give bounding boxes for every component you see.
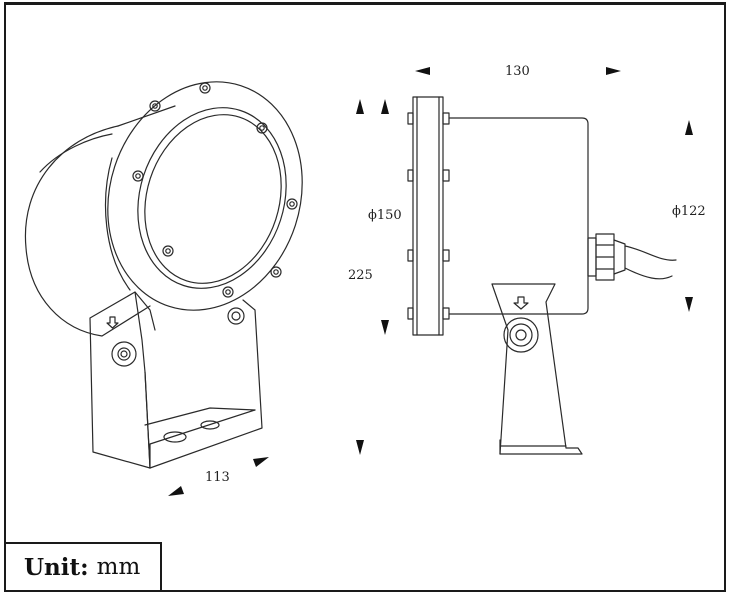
dimension-body-diameter-label: ϕ122: [672, 204, 706, 219]
dimension-height-label: 225: [348, 268, 373, 283]
bezel-screws: [132, 82, 298, 298]
side-view-lamp: [407, 96, 677, 455]
dimension-bracket-width-label: 113: [205, 470, 230, 485]
dimension-arrows: [168, 67, 693, 496]
perspective-bracket: [89, 291, 263, 469]
unit-box: Unit: mm: [4, 542, 162, 592]
dimension-front-diameter-label: ϕ150: [368, 208, 402, 223]
side-view-bracket: [491, 283, 583, 455]
drawing-frame: [4, 2, 726, 592]
dimension-width-label: 130: [505, 64, 530, 79]
unit-value: mm: [96, 554, 141, 580]
unit-label: Unit:: [24, 553, 89, 581]
perspective-view-lamp: [24, 81, 303, 469]
